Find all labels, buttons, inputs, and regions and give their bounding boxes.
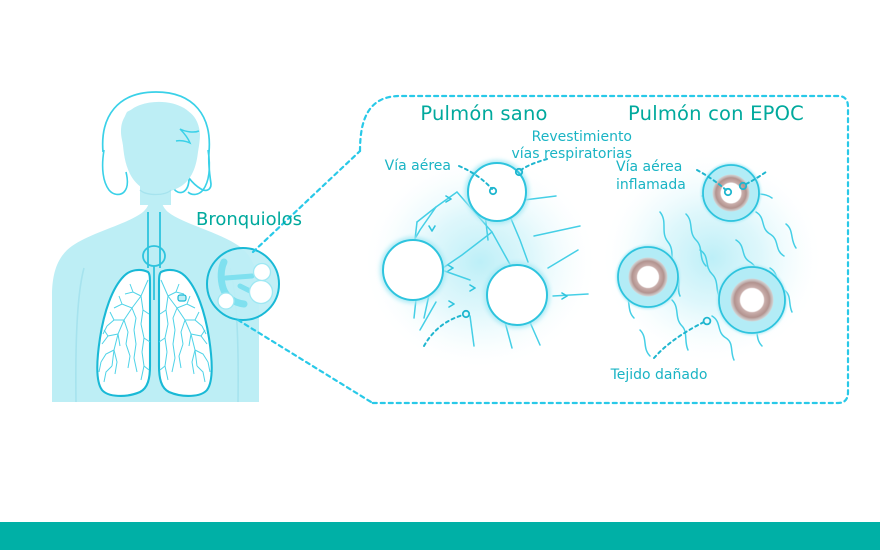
label-airway: Vía aérea [385, 158, 451, 174]
arm-crease-left [75, 267, 85, 403]
connector-bottom [236, 318, 373, 404]
hair-outline-left [101, 91, 212, 194]
leader-inflamed-airway [696, 169, 767, 197]
alveolus-3 [217, 292, 235, 310]
label-damaged-tissue: Tejido dañado [610, 367, 708, 383]
healthy-flow-arrows [428, 195, 568, 308]
healthy-lung-diagram [380, 158, 589, 349]
healthy-airway-bottom [484, 262, 550, 328]
connector-top [251, 149, 362, 254]
leader-damaged-tissue [653, 316, 712, 359]
hair-fringe-detail [175, 128, 200, 145]
label-inflamed-airway-line2: inflamada [616, 177, 686, 193]
hair-lock-right [187, 149, 211, 196]
callout-box-border [358, 94, 850, 405]
leader-healthy-lower [423, 309, 471, 347]
title-healthy-lung: Pulmón sano [420, 102, 547, 125]
magnified-bronchus [217, 258, 248, 308]
alveolus-2 [248, 279, 274, 305]
bronchial-tree-left [98, 279, 151, 383]
hair-lock-left [101, 149, 129, 196]
bronchiole-marker [177, 294, 187, 302]
label-lining-line2: vías respiratorias [511, 146, 632, 162]
magnified-branch-a [223, 273, 255, 281]
bronchiole-magnifier [206, 247, 280, 321]
trachea [142, 212, 166, 300]
detail-callout-box [358, 94, 850, 405]
footer-bar [0, 522, 880, 550]
lungs [96, 268, 213, 397]
copd-airway-left [616, 245, 680, 309]
healthy-airway-left [380, 237, 446, 303]
alveolus-1 [252, 262, 272, 282]
callout-connectors [236, 149, 373, 404]
copd-lung-diagram [616, 163, 797, 361]
leader-lining [514, 158, 548, 177]
bronchial-tree-right [158, 279, 211, 383]
label-inflamed-airway-line1: Vía aérea [616, 159, 682, 175]
title-copd-lung: Pulmón con EPOC [628, 102, 804, 125]
torso-silhouette [52, 91, 259, 403]
jaw-line [139, 189, 172, 196]
copd-airway-bottom [717, 265, 787, 335]
leader-airway [458, 165, 498, 196]
label-lining-line1: Revestimiento [532, 129, 632, 145]
hair-fringe [120, 101, 199, 169]
healthy-airway-top [465, 160, 529, 224]
label-bronquiolos: Bronquiolos [196, 209, 302, 230]
